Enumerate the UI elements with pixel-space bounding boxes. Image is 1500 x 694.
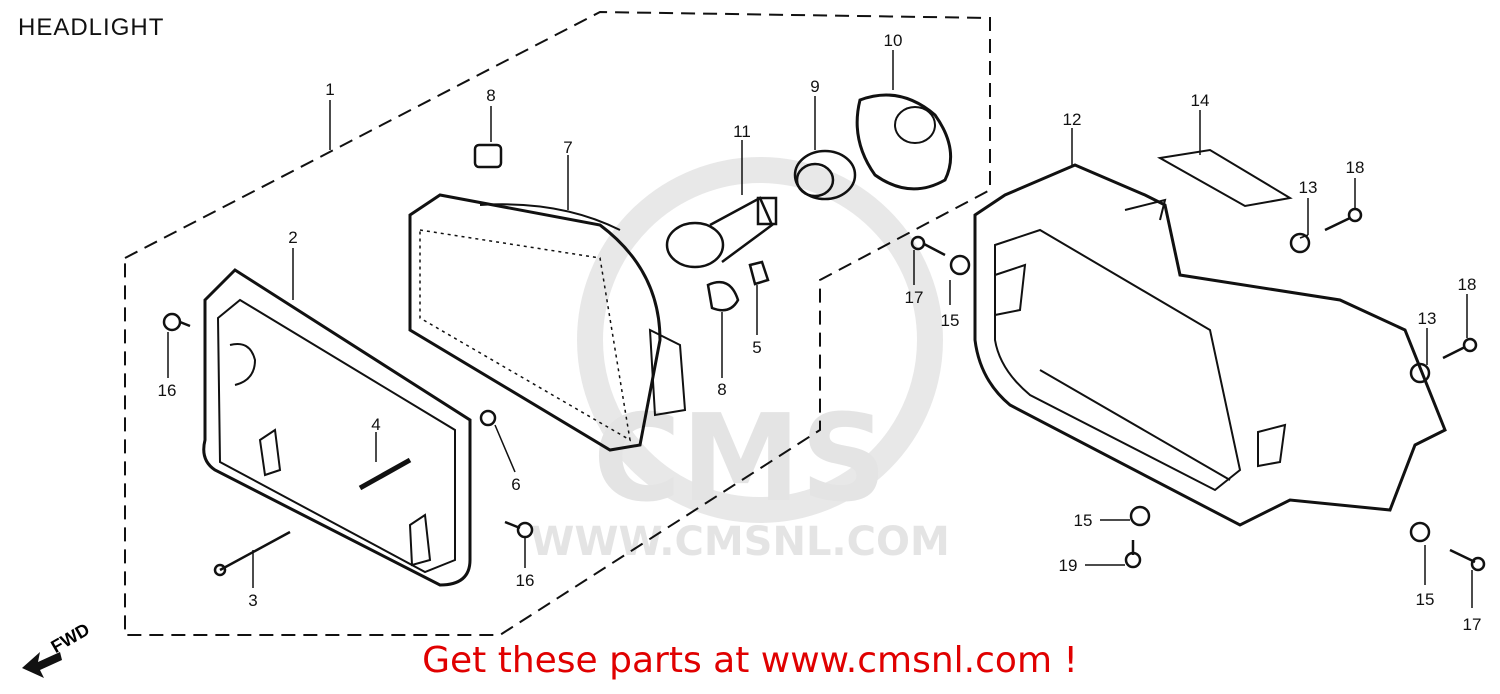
callout-4: 4 — [371, 415, 380, 434]
watermark: CMS WWW.CMSNL.COM — [530, 157, 950, 565]
cta-link[interactable]: www.cmsnl.com — [760, 640, 1053, 681]
callout-13a: 13 — [1299, 178, 1318, 197]
small-hardware — [162, 143, 1486, 577]
callout-18b: 18 — [1458, 275, 1477, 294]
callout-3: 3 — [248, 591, 257, 610]
callout-8a: 8 — [486, 86, 495, 105]
bulb — [665, 196, 778, 269]
headlight-rim — [202, 268, 472, 587]
callout-13b: 13 — [1418, 309, 1437, 328]
callout-6: 6 — [511, 475, 520, 494]
callout-labels: 1 2 3 4 5 6 7 8 8 9 10 11 12 13 13 14 15… — [158, 31, 1482, 634]
callout-12: 12 — [1063, 110, 1082, 129]
watermark-ring — [577, 157, 943, 523]
cta-prefix: Get these parts at — [422, 640, 761, 681]
callout-8b: 8 — [717, 380, 726, 399]
bulb-socket — [793, 149, 857, 201]
callout-15c: 15 — [1416, 590, 1435, 609]
callout-16a: 16 — [158, 381, 177, 400]
callout-19: 19 — [1059, 556, 1078, 575]
cta-banner: Get these parts at www.cmsnl.com ! — [0, 640, 1500, 681]
headlight-unit — [408, 193, 687, 452]
callout-14: 14 — [1191, 91, 1210, 110]
forward-direction-arrow — [22, 652, 62, 678]
page-title: HEADLIGHT — [18, 14, 165, 41]
callout-15a: 15 — [941, 311, 960, 330]
callout-17b: 17 — [1463, 615, 1482, 634]
callout-2: 2 — [288, 228, 297, 247]
callout-1: 1 — [325, 80, 334, 99]
leader-lines — [167, 50, 1473, 608]
callout-18a: 18 — [1346, 158, 1365, 177]
callout-10: 10 — [884, 31, 903, 50]
case-sticker — [1157, 148, 1293, 208]
callout-16b: 16 — [516, 571, 535, 590]
assembly-boundary — [124, 10, 991, 636]
callout-11: 11 — [733, 122, 751, 141]
dust-cover — [855, 93, 953, 191]
cta-suffix: ! — [1052, 640, 1078, 681]
callout-17a: 17 — [905, 288, 924, 307]
watermark-site: WWW.CMSNL.COM — [530, 519, 950, 565]
callout-9: 9 — [810, 77, 819, 96]
headlight-case — [973, 163, 1447, 527]
callout-15b: 15 — [1074, 511, 1093, 530]
watermark-brand: CMS — [593, 390, 887, 529]
callout-7: 7 — [563, 138, 572, 157]
callout-5: 5 — [752, 338, 761, 357]
